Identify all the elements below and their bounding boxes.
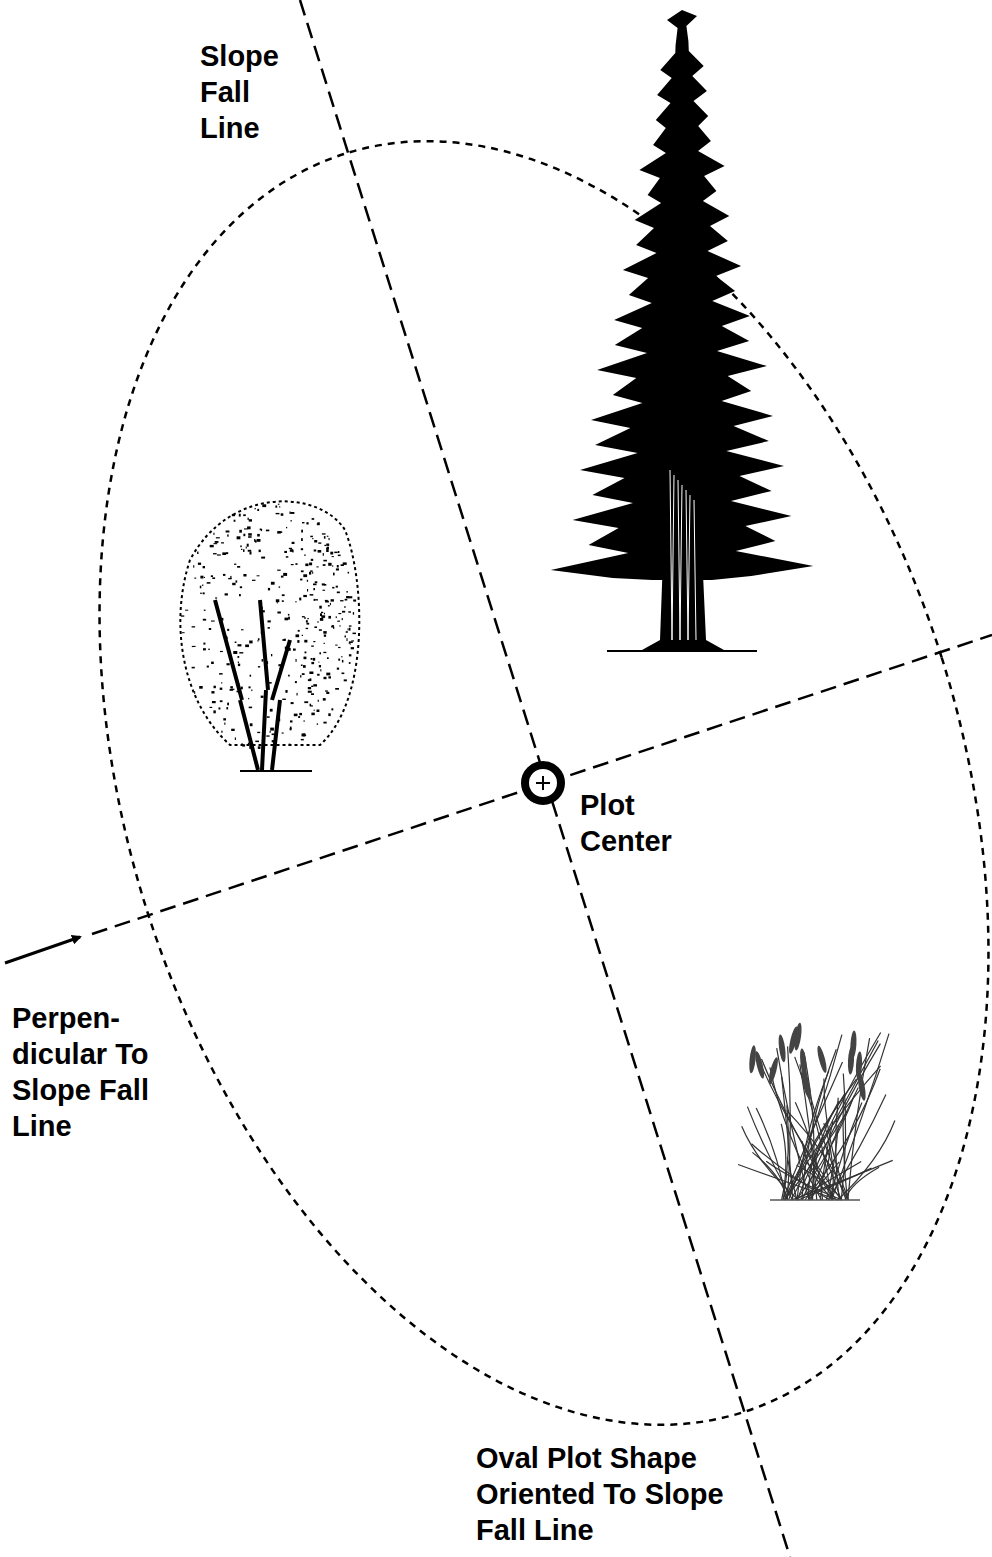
axis-label: Slope Fall Line [200,38,310,146]
pointer-arrow [5,937,80,963]
oval-plot [0,28,992,1538]
label-text: Perpen- dicular To Slope Fall Line [12,1002,149,1142]
axis-label: Perpen- dicular To Slope Fall Line [12,1000,162,1144]
conifer-tree [551,10,814,651]
shape-label: Oval Plot Shape Oriented To Slope Fall L… [476,1440,761,1548]
label-text: Plot Center [580,789,672,857]
point-label: Plot Center [580,787,710,859]
shrub [180,501,359,771]
label-text: Slope Fall Line [200,40,279,144]
label-text: Oval Plot Shape Oriented To Slope Fall L… [476,1442,724,1546]
plot-center-marker [525,765,561,801]
grass-tuft [738,1022,895,1200]
